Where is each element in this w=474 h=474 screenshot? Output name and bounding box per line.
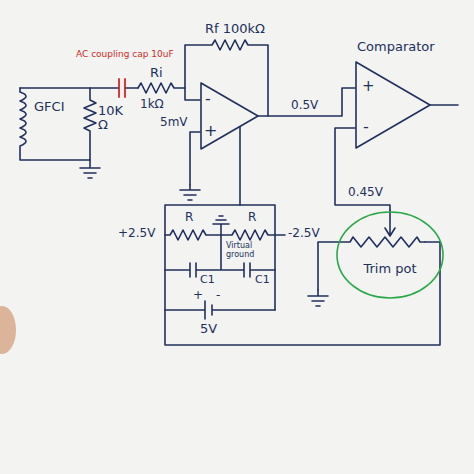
feedback-resistor xyxy=(185,40,268,116)
resistor-symbol xyxy=(84,88,96,160)
node-outline xyxy=(355,40,455,150)
input-wire xyxy=(125,87,138,89)
component-name: Comparator xyxy=(357,40,435,54)
comparator: Comparator + - xyxy=(355,40,455,150)
power-wire xyxy=(239,127,241,205)
polarity-mark: - xyxy=(216,289,220,302)
highlight-circle xyxy=(337,212,443,298)
part-name: Ri xyxy=(150,66,163,80)
signal-wire xyxy=(258,88,355,116)
component-name: Trim pot xyxy=(363,262,416,276)
pin-sign: + xyxy=(362,78,375,95)
signal-level: 0.5V xyxy=(290,99,319,112)
part-name: R xyxy=(248,211,256,224)
finger xyxy=(0,306,16,354)
resistor-value: 10K Ω xyxy=(98,104,132,133)
input-wire xyxy=(190,132,200,185)
ground-symbol xyxy=(213,216,229,235)
wiper-arrow xyxy=(385,210,395,236)
capacitor-note: AC coupling cap 10uF xyxy=(76,50,174,60)
comparator-triangle xyxy=(356,62,430,148)
op-amp: -+ xyxy=(200,82,258,150)
part-name: C1 xyxy=(255,274,270,286)
signal-level: 0.45V xyxy=(347,186,384,199)
polarity-mark: + xyxy=(193,289,203,302)
node-outline xyxy=(335,210,445,300)
part-name: C1 xyxy=(200,274,215,286)
opamp-triangle xyxy=(201,83,258,149)
supply-frame xyxy=(165,205,440,345)
supply-voltage: 5V xyxy=(200,322,217,336)
capacitor-symbol xyxy=(165,235,275,277)
signal-wire xyxy=(335,128,390,210)
pin-sign: + xyxy=(204,122,217,140)
pin-sign: - xyxy=(205,90,211,108)
ground-symbol xyxy=(80,160,100,178)
input-wire xyxy=(20,87,119,89)
battery-symbol xyxy=(165,301,275,319)
coupling-capacitor xyxy=(119,79,125,97)
resistor-symbol xyxy=(165,230,285,240)
part-name: GFCI xyxy=(34,100,64,114)
comparator-output xyxy=(430,104,458,106)
resistor-value: Rf 100kΩ xyxy=(205,22,265,36)
gfci-coil xyxy=(20,88,90,160)
trim-pot-callout: Trim pot xyxy=(335,210,445,300)
ground-symbol xyxy=(180,185,200,200)
trim-pot-symbol xyxy=(318,237,425,290)
resistor-value: 1kΩ xyxy=(140,98,164,111)
pin-sign: - xyxy=(363,118,369,136)
ground-symbol xyxy=(308,290,328,306)
signal-level: 5mV xyxy=(160,116,188,129)
supply-voltage: +2.5V xyxy=(118,227,155,240)
node-note: Virtual ground xyxy=(226,242,272,260)
part-name: R xyxy=(185,211,193,224)
supply-voltage: -2.5V xyxy=(288,227,320,240)
